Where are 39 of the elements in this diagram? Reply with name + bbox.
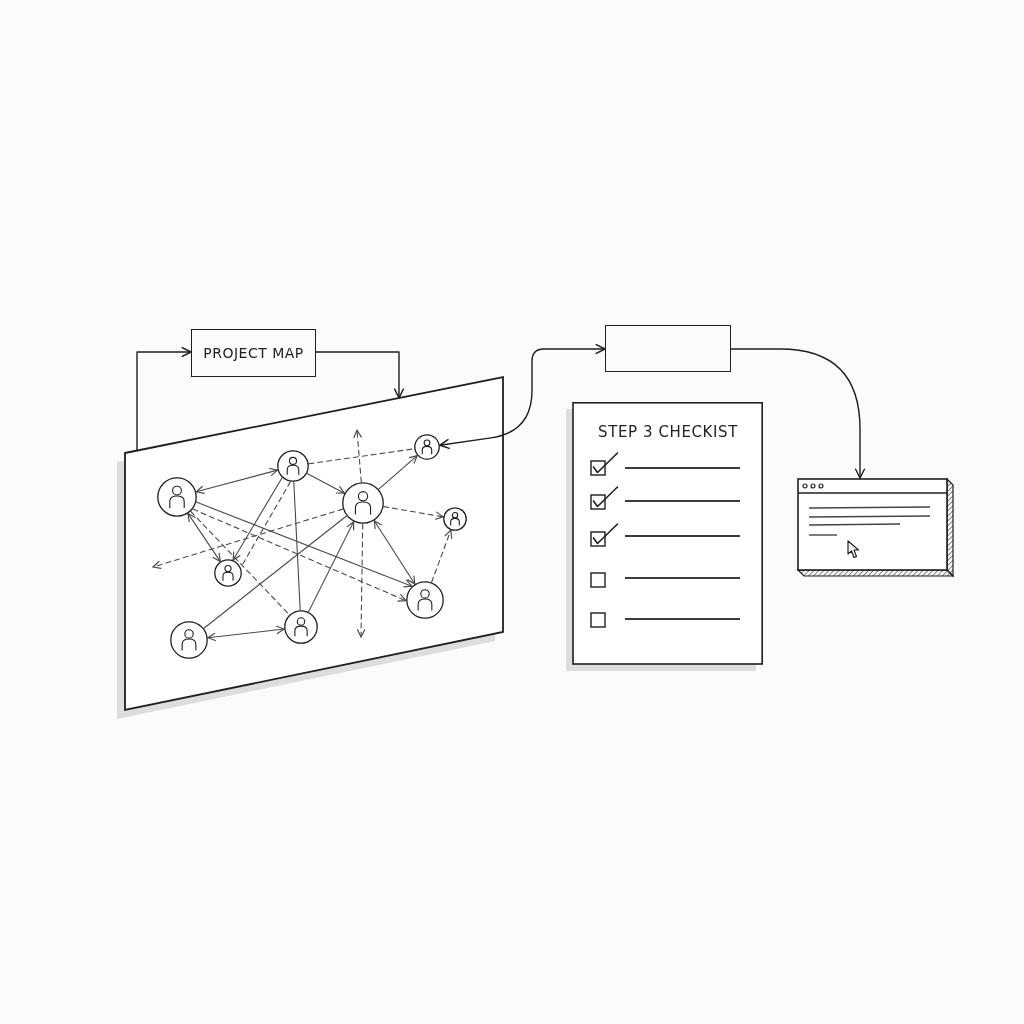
dashed-arrow: [192, 508, 407, 602]
double-arrow: [373, 520, 416, 585]
arrow: [136, 346, 192, 452]
line: [293, 481, 301, 611]
dashed-line: [308, 448, 415, 465]
arrow: [308, 521, 355, 613]
double-arrow: [207, 625, 285, 642]
dashed-arrow: [152, 508, 344, 569]
arrow: [306, 472, 345, 494]
dashed-line: [190, 510, 290, 616]
double-arrow: [195, 467, 279, 494]
line: [203, 515, 348, 629]
box-label: PROJECT MAP: [203, 344, 304, 362]
dashed-arrow: [383, 506, 444, 520]
dashed-arrow: [353, 429, 362, 483]
dashed-arrow: [431, 529, 453, 583]
process-box: [191, 329, 316, 377]
double-arrow: [439, 343, 606, 449]
checklist-title: STEP 3 CHECKIST: [598, 424, 738, 442]
empty-box: [605, 325, 731, 372]
arrow: [378, 455, 418, 490]
person-icon: [277, 450, 309, 482]
arrow: [195, 501, 413, 588]
double-arrow: [187, 513, 221, 562]
person-icon: [342, 482, 384, 524]
person-icon: [414, 434, 440, 460]
person-icon: [214, 559, 242, 587]
dashed-line: [240, 481, 291, 568]
person-icon: [284, 610, 318, 644]
arrow: [232, 477, 283, 561]
dashed-arrow: [356, 523, 366, 638]
arrow: [730, 348, 866, 479]
person-icon: [157, 477, 197, 517]
arrow: [315, 351, 405, 399]
person-icon: [406, 581, 444, 619]
board-panel: [115, 377, 505, 722]
checklist-card: [566, 402, 763, 671]
person-icon: [170, 621, 208, 659]
person-icon: [443, 507, 467, 531]
